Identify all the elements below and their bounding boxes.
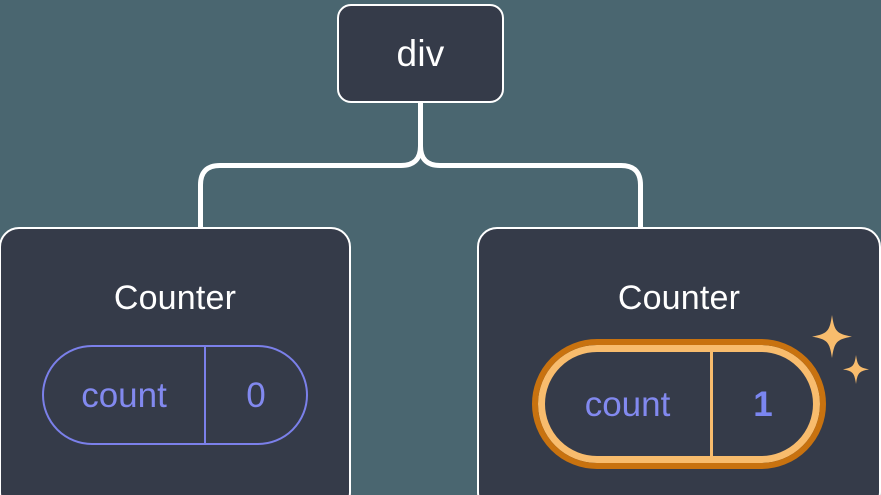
state-pill-right[interactable]: count 1 [532, 339, 826, 469]
node-counter-right[interactable]: Counter count 1 [477, 227, 881, 495]
state-key-right: count [545, 352, 713, 456]
state-pill-wrap-left: count 0 [42, 345, 308, 445]
node-div[interactable]: div [337, 4, 504, 103]
state-value-left: 0 [246, 375, 266, 415]
sparkle-large-icon [812, 315, 852, 358]
sparkle-small-icon [843, 355, 869, 384]
state-key-left: count [44, 347, 206, 443]
state-value-right: 1 [753, 384, 773, 424]
node-counter-right-label: Counter [617, 279, 741, 317]
state-pill-wrap-right: count 1 [532, 315, 869, 469]
node-counter-left[interactable]: Counter count 0 [0, 227, 351, 495]
connector-right-branch [418, 100, 643, 231]
node-div-label: div [396, 33, 445, 74]
state-pill-left[interactable]: count 0 [42, 345, 308, 445]
node-counter-left-label: Counter [113, 279, 237, 317]
connector-left-branch [198, 100, 423, 231]
